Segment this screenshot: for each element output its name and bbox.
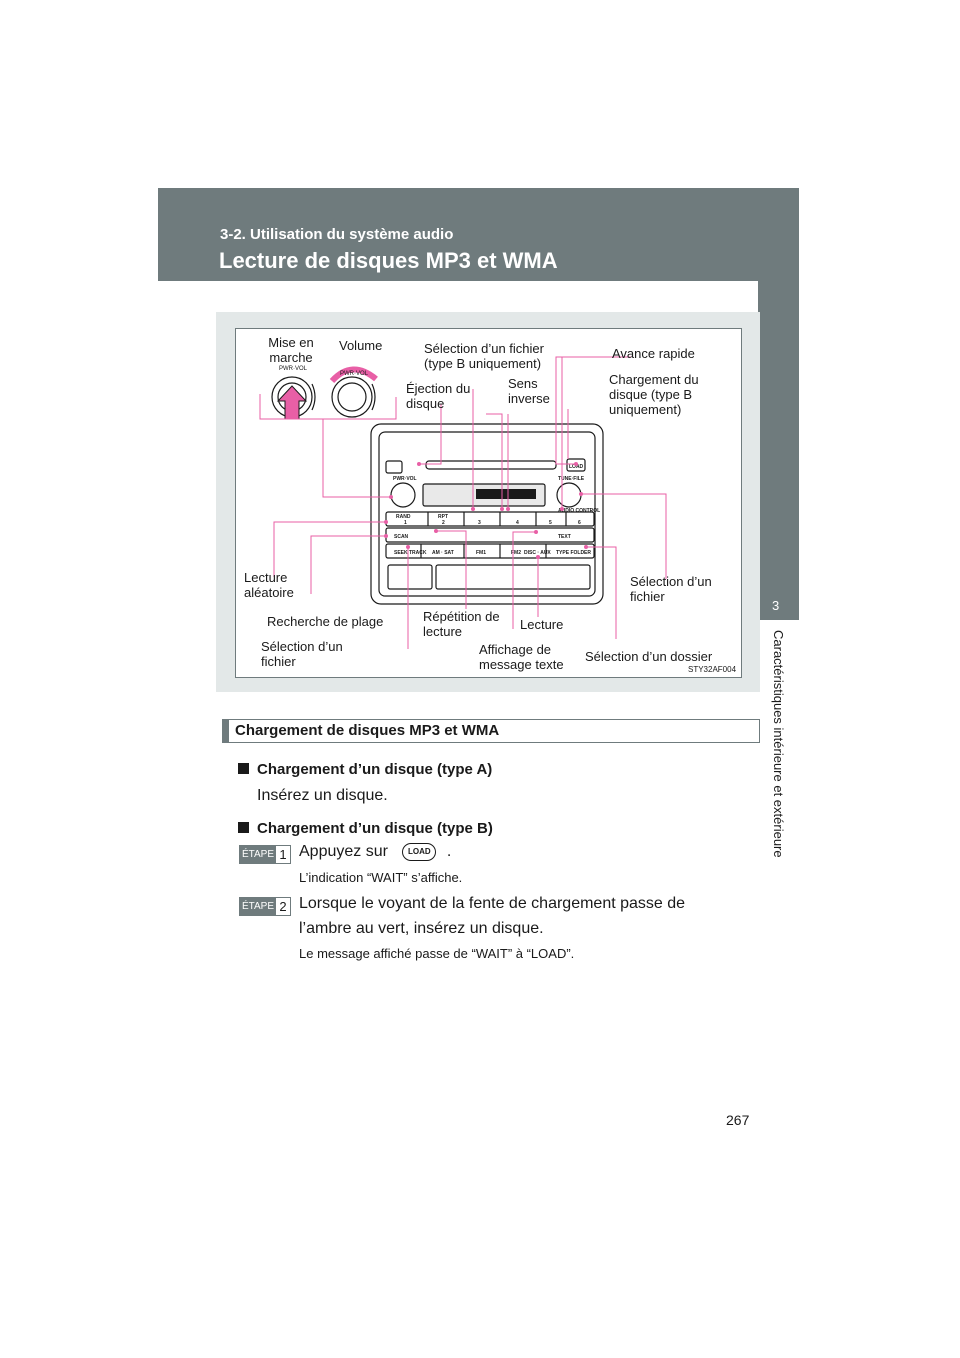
knob-label-1: PWR·VOL (279, 366, 308, 372)
step-word: ÉTAPE (240, 898, 276, 915)
step-2-note: Le message affiché passe de “WAIT” à “LO… (299, 946, 575, 961)
device-n3: 3 (478, 520, 481, 526)
device-n6: 6 (578, 520, 581, 526)
knob-press-illustration (271, 366, 378, 418)
label-selection-fichier-b: Sélection d’un fichier (type B uniquemen… (424, 341, 544, 371)
device-text-label: TEXT (558, 534, 571, 540)
device-n2: 2 (442, 520, 445, 526)
section-heading-marker (223, 720, 229, 742)
label-volume: Volume (339, 338, 383, 353)
device-fm2-label: FM2 (511, 550, 521, 556)
label-selection-dossier: Sélection d’un dossier (585, 649, 713, 664)
square-bullet-icon (238, 822, 249, 833)
figure-code: STY32AF004 (688, 665, 737, 674)
load-button-icon: LOAD (402, 843, 437, 861)
label-avance-rapide: Avance rapide (612, 346, 695, 361)
label-repetition: Répétition de lecture (423, 609, 500, 639)
label-lecture: Lecture (520, 617, 564, 632)
step-1-note: L’indication “WAIT” s’affiche. (299, 870, 463, 885)
section-heading-bar: Chargement de disques MP3 et WMA (222, 719, 760, 743)
callout-lines (259, 356, 667, 649)
subheading-type-b: Chargement d’un disque (type B) (238, 820, 493, 837)
step-1-text: Appuyez sur (299, 843, 388, 861)
chapter-label: Caractéristiques intérieure et extérieur… (771, 630, 786, 858)
step-number: 1 (279, 847, 287, 862)
press-arrow-icon (276, 385, 308, 420)
device-pwr-vol-label: PWR·VOL (393, 476, 417, 482)
device-seek-label: SEEK TRACK (394, 550, 427, 556)
square-bullet-icon (238, 763, 249, 774)
label-ejection: Éjection du disque (406, 381, 471, 411)
device-audio-control-label: AUDIO CONTROL (558, 508, 600, 514)
device-n1: 1 (404, 520, 407, 526)
header-bar (158, 188, 799, 281)
step-1-badge: ÉTAPE 1 (239, 845, 291, 864)
chapter-number: 3 (772, 598, 780, 613)
device-tune-file-label: TUNE·FILE (558, 476, 585, 482)
device-n4: 4 (516, 520, 519, 526)
page-title: Lecture de disques MP3 et WMA (219, 248, 558, 273)
subheading-type-a-text: Chargement d’un disque (type A) (257, 761, 493, 778)
label-selection-fichier-left: Sélection d’un fichier (261, 639, 343, 669)
chapter-tab-lower (758, 620, 799, 901)
label-recherche-plage: Recherche de plage (267, 614, 384, 629)
step-word: ÉTAPE (240, 846, 276, 863)
page-number: 267 (726, 1112, 750, 1128)
step-2-line-1: Lorsque le voyant de la fente de chargem… (299, 895, 686, 912)
label-sens-inverse: Sens inverse (508, 376, 550, 406)
label-mise-en-marche: Mise en marche (268, 335, 314, 365)
device-am-sat-label: AM · SAT (432, 550, 454, 556)
label-chargement-disque: Chargement du disque (type B uniquement) (609, 372, 699, 417)
label-selection-fichier-right: Sélection d’un fichier (630, 574, 712, 604)
callout-dots (384, 462, 588, 559)
subheading-type-a: Chargement d’un disque (type A) (238, 761, 492, 778)
knob-label-2: PWR·VOL (340, 371, 369, 377)
step-1-instruction: Appuyez sur LOAD . (299, 843, 451, 861)
type-a-instruction: Insérez un disque. (257, 787, 388, 804)
subheading-type-b-text: Chargement d’un disque (type B) (257, 820, 493, 837)
device-load-label: LOAD (569, 464, 584, 470)
step-2-badge: ÉTAPE 2 (239, 897, 291, 916)
step-2-line-2: l’ambre au vert, insérez un disque. (299, 920, 544, 937)
audio-diagram: PWR·VOL PWR·VOL (235, 328, 742, 678)
device-scan-label: SCAN (394, 534, 409, 540)
device-rand-label: RAND (396, 514, 411, 520)
device-disc-aux-label: DISC · AUX (524, 550, 551, 556)
section-title: 3-2. Utilisation du système audio (220, 226, 454, 243)
device-rpt-label: RPT (438, 514, 448, 520)
device-type-folder-label: TYPE FOLDER (556, 550, 591, 556)
section-heading: Chargement de disques MP3 et WMA (235, 722, 500, 739)
step-1-period: . (446, 843, 452, 861)
device-n5: 5 (549, 520, 552, 526)
device-fm1-label: FM1 (476, 550, 486, 556)
label-lecture-aleatoire: Lecture aléatoire (244, 570, 294, 600)
step-number: 2 (279, 899, 287, 914)
audio-unit-illustration: PWR·VOL PWR·VOL (259, 356, 667, 649)
label-affichage: Affichage de message texte (479, 642, 564, 672)
display-segments (476, 489, 536, 499)
